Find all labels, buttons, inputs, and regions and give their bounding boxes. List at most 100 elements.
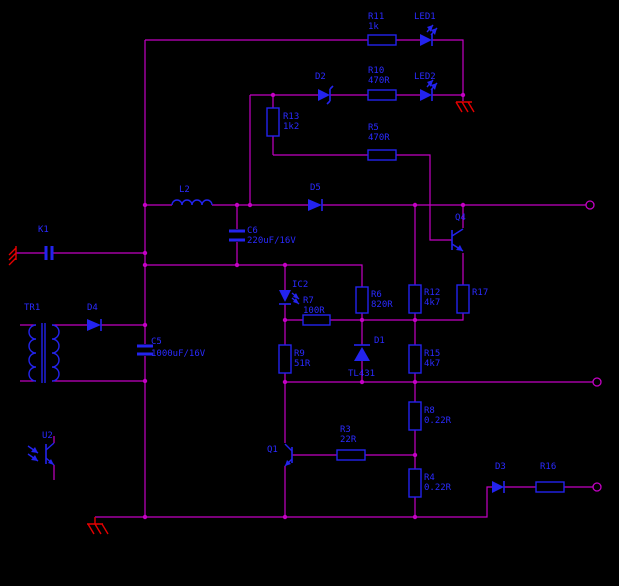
junction-dot bbox=[359, 379, 365, 385]
led-arrow bbox=[431, 83, 437, 90]
light-arrow bbox=[31, 455, 38, 461]
junction-dot bbox=[282, 379, 288, 385]
led-arrow bbox=[431, 28, 437, 35]
capacitor-C6: C6 220uF/16V bbox=[229, 226, 296, 246]
led-arrow bbox=[293, 293, 299, 299]
value-R4: 0.22R bbox=[424, 483, 452, 493]
value-R11: 1k bbox=[368, 22, 379, 32]
value-R10: 470R bbox=[368, 76, 390, 86]
junction-dot bbox=[412, 317, 418, 323]
resistor-R9: R9 51R bbox=[278, 344, 311, 374]
label-LED1: LED1 bbox=[414, 12, 436, 22]
label-C6: C6 bbox=[247, 226, 258, 236]
terminal-pin bbox=[585, 200, 595, 210]
label-D4: D4 bbox=[87, 303, 98, 313]
label-R17: R17 bbox=[472, 288, 488, 298]
wire bbox=[145, 264, 363, 287]
label-U2: U2 bbox=[42, 431, 53, 441]
junction-dot bbox=[142, 514, 148, 520]
transformer-TR1: TR1 bbox=[24, 303, 60, 383]
optocoupler-U2: U2 bbox=[27, 431, 55, 466]
led-LED2: LED2 bbox=[414, 72, 438, 101]
junction-dot bbox=[142, 322, 148, 328]
transistor-Q4: Q4 bbox=[451, 213, 466, 252]
junction-dot bbox=[412, 514, 418, 520]
junction-dots bbox=[142, 92, 466, 520]
emitter-arrow bbox=[285, 460, 291, 466]
ground-symbol bbox=[455, 101, 475, 113]
label-R5: R5 bbox=[368, 123, 379, 133]
value-R6: 820R bbox=[371, 300, 393, 310]
value-R8: 0.22R bbox=[424, 416, 452, 426]
wire-segments bbox=[16, 39, 593, 518]
resistor-R7: R7 100R bbox=[302, 296, 331, 326]
junction-dot bbox=[282, 514, 288, 520]
label-K1: K1 bbox=[38, 225, 49, 235]
label-D1: D1 bbox=[374, 336, 385, 346]
ground-symbol bbox=[8, 246, 17, 266]
junction-dot bbox=[282, 262, 288, 268]
terminal-pin bbox=[592, 482, 602, 492]
terminal-pin bbox=[592, 377, 602, 387]
junction-dot bbox=[359, 317, 365, 323]
junction-dot bbox=[234, 262, 240, 268]
value-C6: 220uF/16V bbox=[247, 236, 296, 246]
value-R5: 470R bbox=[368, 133, 390, 143]
junction-dot bbox=[142, 202, 148, 208]
ground-symbol bbox=[87, 517, 109, 535]
diode-D3: D3 bbox=[492, 462, 506, 493]
label-R12: R12 bbox=[424, 288, 440, 298]
value-C5: 1000uF/16V bbox=[151, 349, 206, 359]
junction-dot bbox=[142, 262, 148, 268]
label-R9: R9 bbox=[294, 349, 305, 359]
led-LED1: LED1 bbox=[414, 12, 438, 46]
label-R4: R4 bbox=[424, 473, 435, 483]
value-R9: 51R bbox=[294, 359, 311, 369]
resistor-R17: R17 bbox=[456, 284, 488, 314]
value-R15: 4k7 bbox=[424, 359, 440, 369]
label-TR1: TR1 bbox=[24, 303, 40, 313]
label-R6: R6 bbox=[371, 290, 382, 300]
output-terminals bbox=[585, 200, 602, 492]
capacitor-K1: K1 bbox=[38, 225, 54, 260]
value-R12: 4k7 bbox=[424, 298, 440, 308]
label-Q1: Q1 bbox=[267, 445, 278, 455]
junction-dot bbox=[282, 317, 288, 323]
resistor-R12: R12 4k7 bbox=[408, 284, 440, 314]
led-arrow bbox=[293, 298, 299, 304]
junction-dot bbox=[142, 250, 148, 256]
resistor-R8: R8 0.22R bbox=[408, 401, 452, 431]
junction-dot bbox=[412, 379, 418, 385]
inductor-L2: L2 bbox=[171, 185, 213, 206]
junction-dot bbox=[234, 202, 240, 208]
junction-dot bbox=[412, 202, 418, 208]
junction-dot bbox=[412, 452, 418, 458]
shunt-regulator-D1: D1 TL431 bbox=[348, 336, 385, 379]
junction-dot bbox=[247, 202, 253, 208]
wire bbox=[284, 381, 593, 443]
resistor-R15: R15 4k7 bbox=[408, 344, 440, 374]
junction-dot bbox=[270, 92, 276, 98]
label-D3: D3 bbox=[495, 462, 506, 472]
wire bbox=[432, 39, 464, 101]
value-R3: 22R bbox=[340, 435, 357, 445]
emitter-arrow bbox=[456, 245, 463, 251]
resistor-R4: R4 0.22R bbox=[408, 468, 452, 498]
value-R7: 100R bbox=[303, 306, 325, 316]
label-IC2: IC2 bbox=[292, 280, 308, 290]
label-R13: R13 bbox=[283, 112, 299, 122]
resistor-R13: R13 1k2 bbox=[266, 107, 299, 137]
label-Q4: Q4 bbox=[455, 213, 466, 223]
label-D2: D2 bbox=[315, 72, 326, 82]
emitter-arrow bbox=[48, 459, 54, 465]
value-R13: 1k2 bbox=[283, 122, 299, 132]
label-R8: R8 bbox=[424, 406, 435, 416]
value-D1: TL431 bbox=[348, 369, 375, 379]
resistor-R16: R16 bbox=[535, 462, 565, 493]
capacitor-C5: C5 1000uF/16V bbox=[137, 337, 206, 359]
zener-diode-D2: D2 bbox=[315, 72, 334, 105]
label-R3: R3 bbox=[340, 425, 351, 435]
resistor-R6: R6 820R bbox=[355, 286, 393, 314]
resistor-R5: R5 470R bbox=[367, 123, 397, 161]
junction-dot bbox=[460, 92, 466, 98]
